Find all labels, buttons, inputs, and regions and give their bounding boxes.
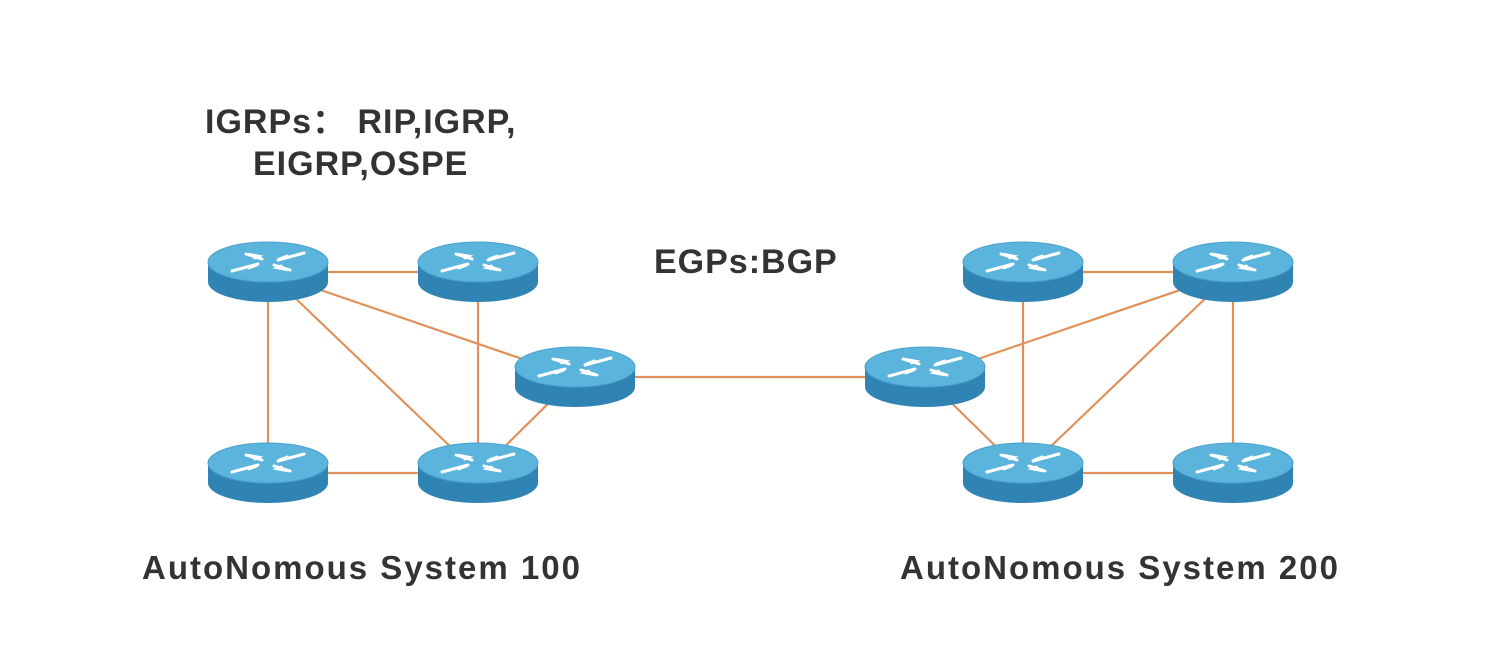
router-icon [207, 241, 329, 302]
router-icon [417, 442, 539, 503]
router-icon [864, 346, 986, 407]
egp-protocols-label: EGPs:BGP [654, 243, 838, 281]
router-icon [1172, 442, 1294, 503]
router-icon [417, 241, 539, 302]
router-icon [962, 241, 1084, 302]
routers-layer [207, 241, 1294, 503]
link-as100-top-left-to-as100-bottom-right [267, 271, 479, 474]
link-as200-top-right-to-as200-bottom-left [1022, 271, 1234, 474]
router-icon [207, 442, 329, 503]
autonomous-system-100-label: AutoNomous System 100 [142, 549, 582, 586]
router-icon [1172, 241, 1294, 302]
igp-protocols-label-line1: IGRPs： RIP,IGRP, [205, 103, 517, 141]
igp-protocols-label-line2: EIGRP,OSPE [253, 145, 469, 183]
autonomous-system-200-label: AutoNomous System 200 [900, 549, 1340, 586]
router-icon [514, 346, 636, 407]
links-layer [266, 270, 1235, 475]
router-icon [962, 442, 1084, 503]
